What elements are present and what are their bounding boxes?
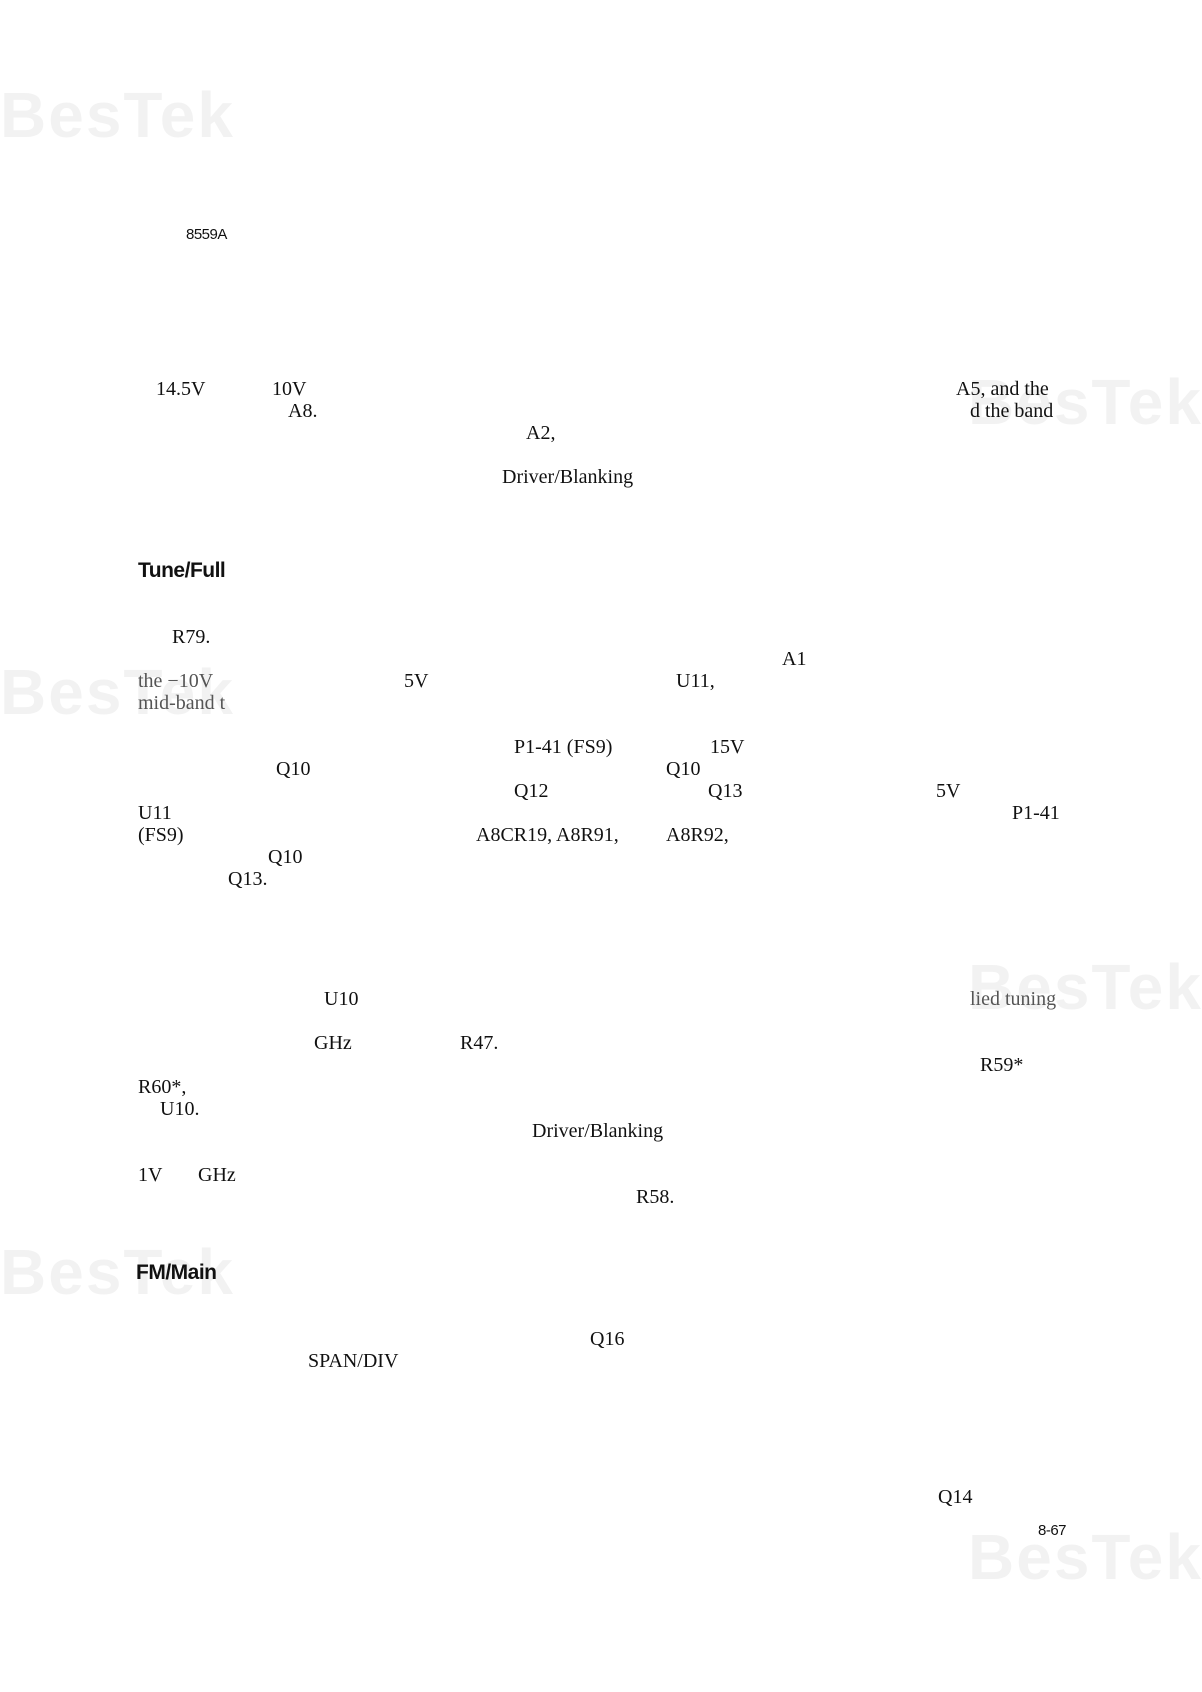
model-number: 8559A [186, 226, 227, 243]
text-fragment: U11, [676, 670, 715, 692]
text-fragment: A5, and the [956, 378, 1049, 400]
watermark-top-left: BesTek [0, 79, 235, 151]
text-fragment: Q14 [938, 1486, 973, 1508]
text-fragment: R58. [636, 1186, 675, 1208]
text-fragment: 14.5V [156, 378, 206, 400]
text-fragment: A2, [526, 422, 556, 444]
text-fragment: 10V [272, 378, 307, 400]
text-fragment: d the band [970, 400, 1054, 422]
text-fragment: A8. [288, 400, 318, 422]
text-fragment: R60*, [138, 1076, 187, 1098]
text-fragment: U10. [160, 1098, 200, 1120]
text-fragment: R59* [980, 1054, 1024, 1076]
text-fragment: Q13. [228, 868, 268, 890]
text-fragment: P1-41 [1012, 802, 1060, 824]
page-number: 8-67 [1038, 1522, 1067, 1539]
text-fragment: Q12 [514, 780, 549, 802]
text-fragment: 5V [936, 780, 961, 802]
text-fragment: 1V [138, 1164, 163, 1186]
watermark-left-2: BesTek [0, 656, 235, 728]
watermark-right-1: BesTek [968, 366, 1202, 438]
text-fragment: A8CR19, A8R91, [476, 824, 619, 846]
text-fragment: lied tuning [970, 988, 1057, 1010]
section-heading-fm-main: FM/Main [136, 1261, 217, 1284]
text-fragment: Q16 [590, 1328, 625, 1350]
text-fragment: 15V [710, 736, 745, 758]
text-fragment: P1-41 (FS9) [514, 736, 613, 758]
text-fragment: A8R92, [666, 824, 729, 846]
section-heading-tune-full: Tune/Full [138, 559, 226, 582]
text-fragment: Driver/Blanking [532, 1120, 664, 1142]
text-fragment: A1 [782, 648, 807, 670]
text-fragment: U10 [324, 988, 359, 1010]
text-fragment: Driver/Blanking [502, 466, 634, 488]
text-fragment: R79. [172, 626, 211, 648]
watermark-right-2: BesTek [968, 951, 1202, 1023]
text-fragment: SPAN/DIV [308, 1350, 399, 1372]
text-fragment: mid-band t [138, 692, 226, 714]
text-fragment: (FS9) [138, 824, 184, 846]
text-fragment: R47. [460, 1032, 499, 1054]
text-fragment: Q10 [268, 846, 303, 868]
text-fragment: Q13 [708, 780, 743, 802]
text-fragment: Q10 [666, 758, 701, 780]
text-fragment: 5V [404, 670, 429, 692]
text-fragment: U11 [138, 802, 172, 824]
text-fragment: Q10 [276, 758, 311, 780]
watermark-left-3: BesTek [0, 1236, 235, 1308]
text-fragment: GHz [198, 1164, 236, 1186]
text-fragment: the −10V [138, 670, 214, 692]
text-fragment: GHz [314, 1032, 352, 1054]
watermark-right-3: BesTek [968, 1521, 1202, 1593]
